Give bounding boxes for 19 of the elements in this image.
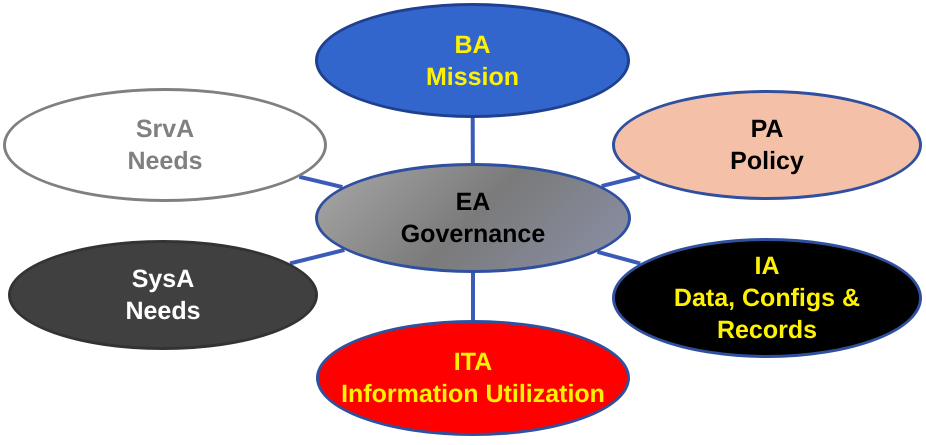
node-text: Information Utilization — [341, 379, 605, 410]
node-heading: BA — [454, 30, 491, 60]
node-text: Needs — [125, 296, 201, 327]
node-text: Policy — [730, 146, 804, 177]
connector-line — [601, 174, 640, 188]
connector-line — [290, 248, 345, 266]
node-text: Governance — [400, 219, 546, 250]
node-text: Needs — [127, 146, 203, 177]
node-heading: EA — [456, 187, 490, 218]
node-heading: ITA — [454, 347, 492, 378]
node-heading: SrvA — [136, 114, 194, 145]
node-text: Data, Configs & Records — [672, 283, 862, 346]
connector-line — [471, 273, 475, 320]
node-text: Mission — [426, 62, 520, 92]
node-heading: PA — [750, 114, 784, 145]
connector-line — [298, 174, 343, 189]
node-heading: SysA — [132, 264, 194, 295]
connector-line — [470, 118, 475, 163]
node-heading: IA — [754, 251, 780, 282]
